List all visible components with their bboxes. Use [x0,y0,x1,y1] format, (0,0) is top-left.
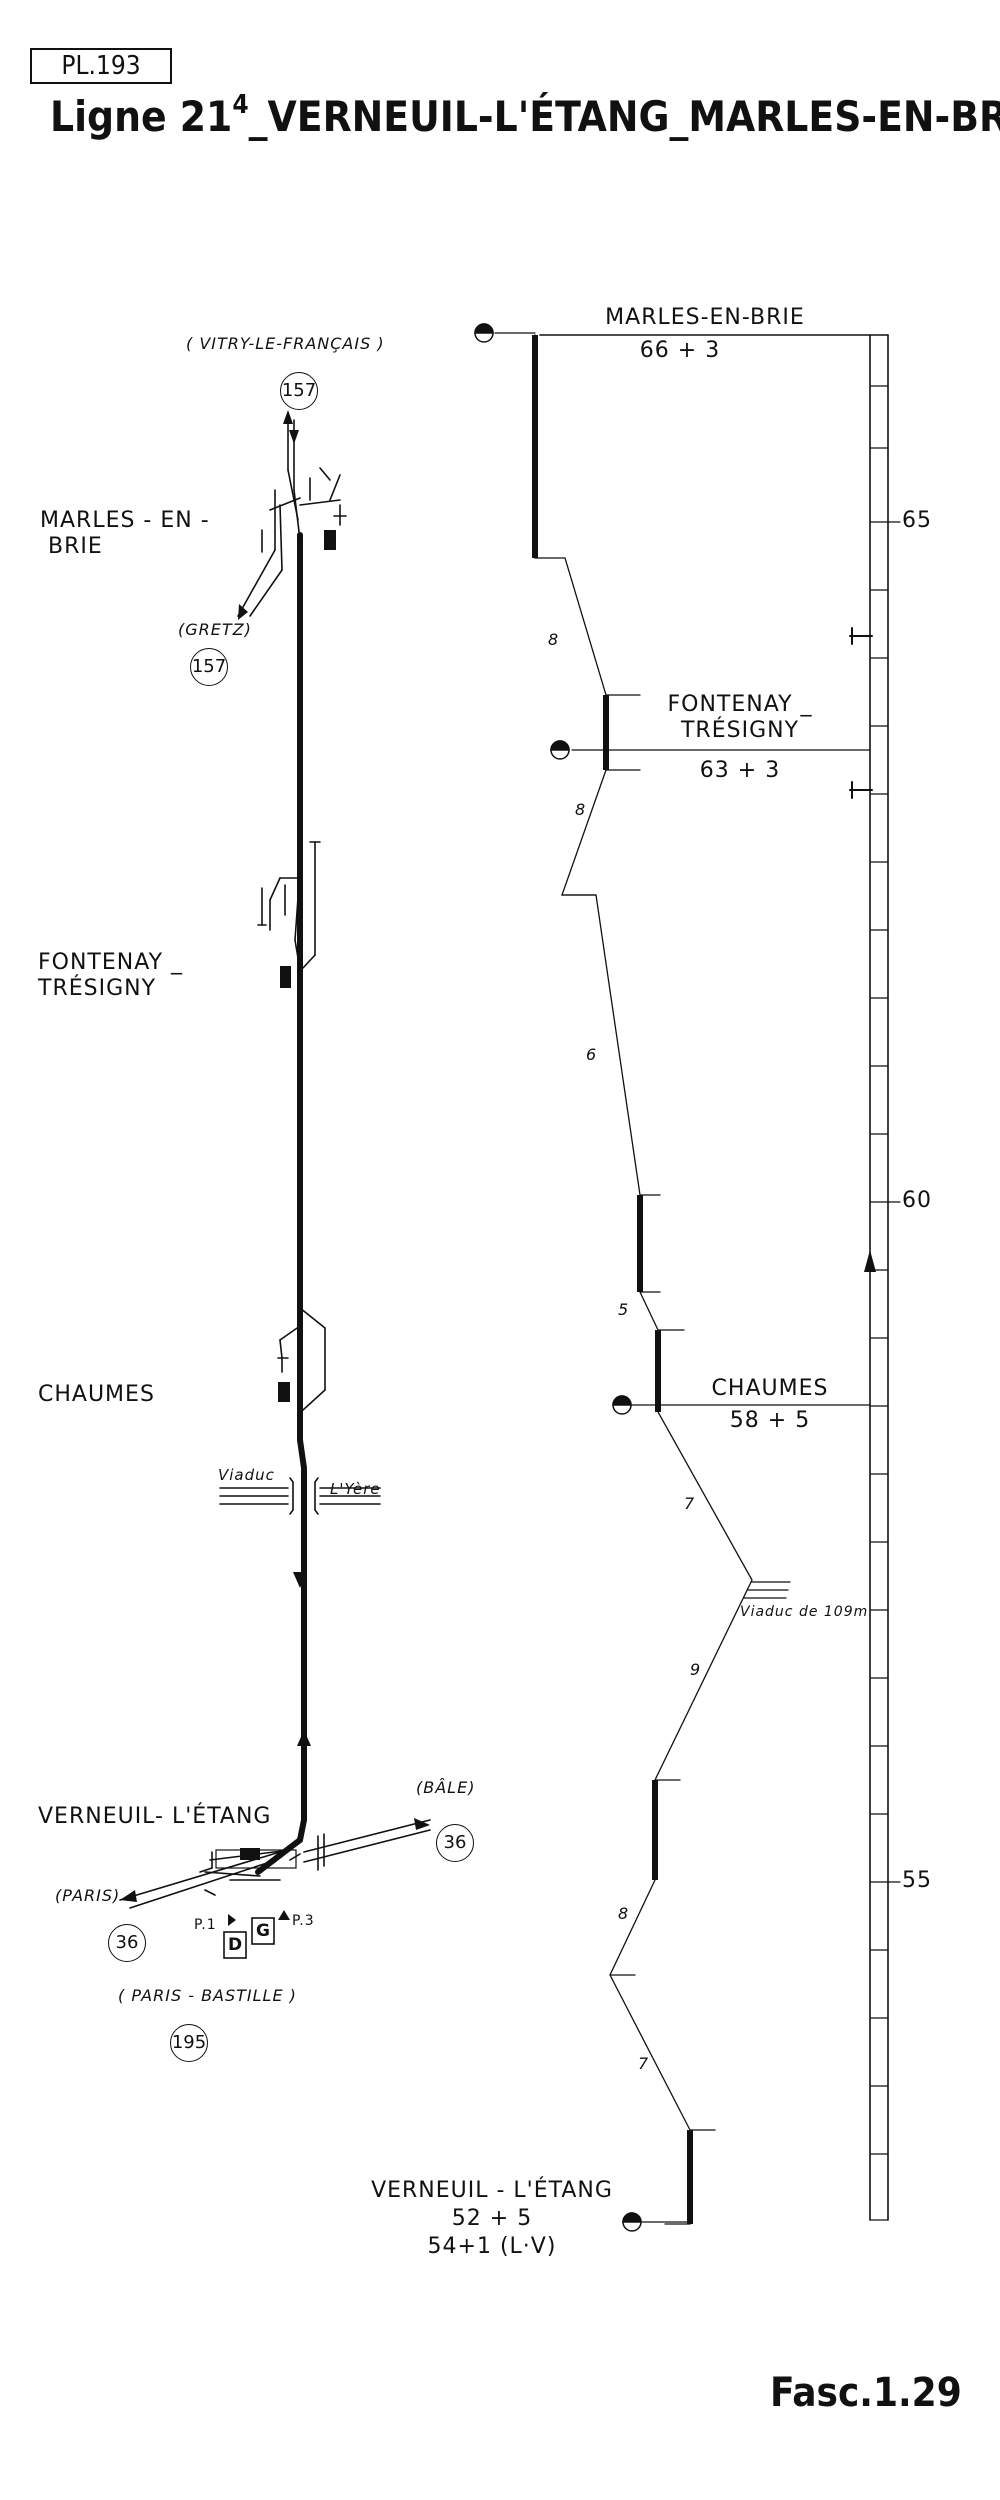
connection-vitry-label: ( VITRY-LE-FRANÇAIS ) [186,334,385,353]
gradient-label-5: 7 [684,1494,696,1513]
signal-markers [849,627,873,799]
gradient-label-6: 9 [690,1660,702,1679]
title-superscript: 4 [232,90,249,120]
fascicle-number: Fasc.1.29 [770,2370,962,2416]
profile-level-sections [532,335,693,2224]
chaumes-station-tracks [277,1307,326,1411]
profile-section-ticks [561,694,716,2131]
main-track [255,532,307,1875]
profile-axis [539,334,889,2221]
marles-connection-arrows [238,410,299,620]
post-p3-label: P.3 [292,1913,315,1929]
connection-bale-label: (BÂLE) [416,1778,476,1797]
profile-chaumes-name: CHAUMES [711,1376,829,1401]
profile-fontenay-name: FONTENAY _TRÉSIGNY [660,692,820,744]
post-p3-triangle [278,1910,290,1920]
page-title: Ligne 214_VERNEUIL-L'ÉTANG_MARLES-EN-BRI… [50,90,1000,141]
viaduct-profile-marker [743,1581,791,1599]
chaumes-station-building [278,1382,290,1402]
gradient-label-3: 6 [586,1045,598,1064]
profile-marles-km: 66 + 3 [639,338,721,363]
title-line: Ligne 21 [50,92,233,141]
direction-arrow-up [864,1250,876,1272]
profile-fontenay-name-line1: FONTENAY _ [667,692,813,717]
river-yere-label: L'Yère [330,1480,381,1498]
gradient-label-7: 8 [618,1904,630,1923]
km-label-55: 55 [902,1868,932,1893]
connection-paris-bastille-number: 195 [170,2024,208,2062]
connection-paris-number: 36 [108,1924,146,1962]
station-fontenay-label: FONTENAY _TRÉSIGNY [38,950,183,1002]
fontenay-station-building [280,966,291,988]
km-label-60: 60 [902,1188,932,1213]
connection-vitry-number: 157 [280,372,318,410]
gradient-label-8: 7 [638,2054,650,2073]
station-fontenay-label-line2: TRÉSIGNY [38,976,157,1001]
connection-paris-bastille-label: ( PARIS - BASTILLE ) [118,1986,297,2005]
profile-verneuil-name: VERNEUIL - L'ÉTANG [371,2178,613,2203]
direction-arrows [293,1572,311,1746]
station-marles-label: MARLES - EN -BRIE [40,508,210,560]
post-d-label: D [228,1935,244,1955]
station-chaumes-label: CHAUMES [38,1382,155,1407]
station-markers [474,323,642,2232]
post-p1-label: P.1 [194,1917,217,1933]
post-p1-triangle [228,1914,236,1926]
profile-verneuil-km1: 52 + 5 [451,2206,533,2231]
fontenay-station-tracks [257,841,321,971]
connection-paris-label: (PARIS) [55,1886,121,1905]
viaduct-label: Viaduc [218,1466,275,1484]
km-label-65: 65 [902,508,932,533]
gradient-label-4: 5 [618,1300,630,1319]
viaduct-yere [219,1477,381,1515]
station-verneuil-label: VERNEUIL- L'ÉTANG [38,1804,272,1829]
profile-fontenay-km: 63 + 3 [699,758,781,783]
verneuil-connection-arrows [120,1818,430,1902]
profile-verneuil-km2: 54+1 (L·V) [427,2234,557,2259]
verneuil-junction-tracks [119,1819,431,1909]
km-ticks [869,385,901,2221]
post-g-box [251,1917,275,1945]
viaduct-109m-note: Viaduc de 109m [740,1604,869,1620]
connection-bale-number: 36 [436,1824,474,1862]
post-d-box [223,1931,247,1959]
connection-gretz-number: 157 [190,648,228,686]
connection-gretz-label: (GRETZ) [178,620,252,639]
verneuil-building [240,1848,260,1860]
marles-station-tracks [237,419,347,617]
station-marles-label-line2: BRIE [48,534,103,559]
title-route: _VERNEUIL-L'ÉTANG_MARLES-EN-BRIE [248,92,1000,141]
plate-number: PL.193 [30,48,172,84]
station-fontenay-label-line1: FONTENAY _ [38,950,183,975]
profile-line [534,334,753,2225]
profile-chaumes-km: 58 + 5 [729,1408,811,1433]
gradient-label-1: 8 [548,630,560,649]
marles-station-building [324,530,336,550]
profile-marles-name: MARLES-EN-BRIE [605,305,805,330]
gradient-label-2: 8 [575,800,587,819]
profile-fontenay-name-line2: TRÉSIGNY [680,718,800,743]
post-g-label: G [256,1921,271,1941]
station-marles-label-line1: MARLES - EN - [40,508,210,533]
verneuil-building-outline [215,1849,297,1869]
station-reference-lines [494,332,871,2223]
